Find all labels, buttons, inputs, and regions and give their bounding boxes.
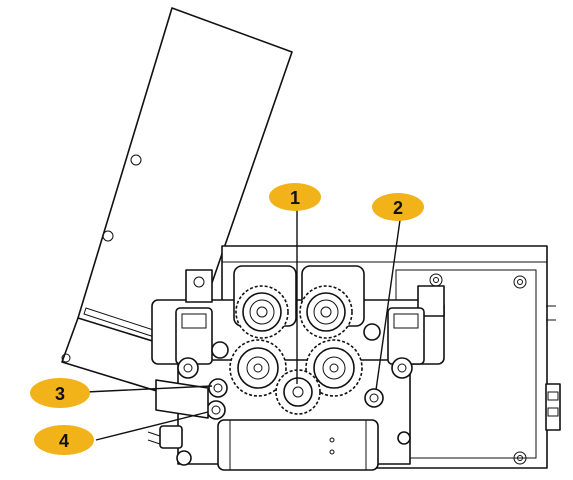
- callout-1: 1: [269, 183, 321, 211]
- upper-drive-roll-left: [235, 285, 289, 339]
- leader-3: [85, 385, 213, 393]
- callout-badge: [269, 183, 321, 211]
- inlet-bracket: [147, 379, 209, 449]
- callout-2: 2: [372, 193, 424, 221]
- callout-badge: [30, 378, 90, 408]
- leader-lines: [85, 210, 401, 441]
- leader-4: [95, 411, 209, 441]
- lower-drive-roll-left: [229, 339, 287, 397]
- callout-badge: [372, 193, 424, 221]
- callout-3: 3: [30, 378, 90, 408]
- upper-drive-roll-right: [299, 285, 353, 339]
- leader-2: [375, 219, 401, 391]
- motor-cylinder: [217, 419, 379, 471]
- callout-label: 3: [55, 384, 65, 404]
- right-pressure-lever: [387, 307, 425, 379]
- center-drive-gear: [275, 369, 321, 415]
- callout-label: 2: [393, 198, 403, 218]
- callout-badge: [34, 425, 94, 455]
- lower-drive-roll-right: [305, 339, 363, 397]
- callout-label: 4: [59, 431, 69, 451]
- callout-label: 1: [290, 188, 300, 208]
- screws: [176, 323, 411, 466]
- left-pressure-lever: [175, 307, 213, 379]
- callout-4: 4: [34, 425, 94, 455]
